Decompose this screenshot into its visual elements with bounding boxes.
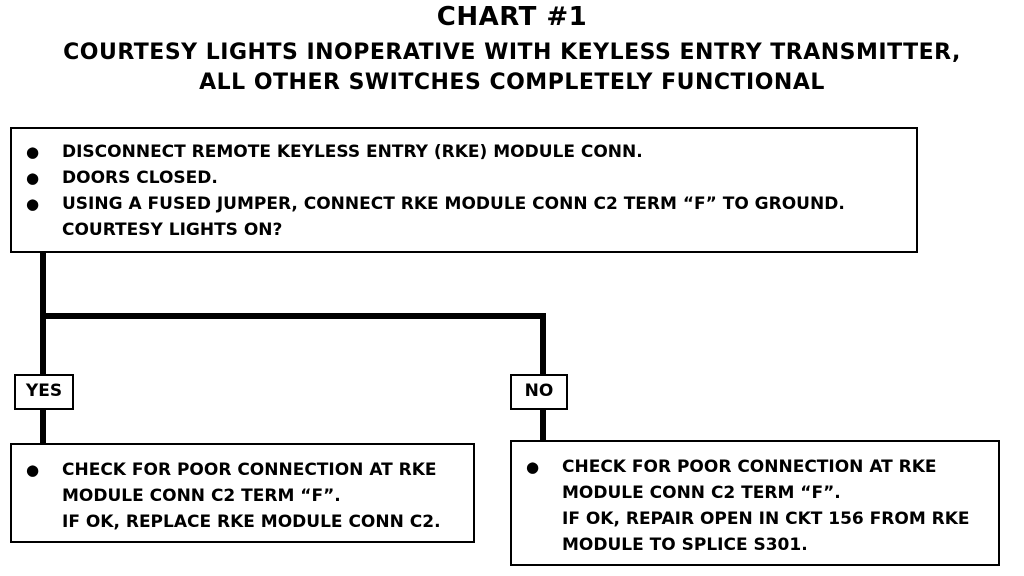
result-text: IF OK, REPAIR OPEN IN CKT 156 FROM RKE xyxy=(562,509,970,529)
connector-line-no-branch xyxy=(540,313,546,375)
bullet-icon: ● xyxy=(26,195,40,213)
result-text: CHECK FOR POOR CONNECTION AT RKE xyxy=(62,460,437,480)
step-text: USING A FUSED JUMPER, CONNECT RKE MODULE… xyxy=(62,194,845,214)
step-item: ● DOORS CLOSED. xyxy=(26,165,906,191)
chart-title: CHART #1 xyxy=(436,2,588,32)
result-text: MODULE CONN C2 TERM “F”. xyxy=(562,483,841,503)
result-text: MODULE CONN C2 TERM “F”. xyxy=(62,486,341,506)
bullet-icon: ● xyxy=(26,169,40,187)
yes-result-box: ● CHECK FOR POOR CONNECTION AT RKE MODUL… xyxy=(10,443,475,543)
chart-subtitle-line-2: ALL OTHER SWITCHES COMPLETELY FUNCTIONAL xyxy=(199,70,825,95)
yes-branch-label: YES xyxy=(14,374,74,410)
step-question: COURTESY LIGHTS ON? xyxy=(62,220,283,240)
chart-subtitle-line-1: COURTESY LIGHTS INOPERATIVE WITH KEYLESS… xyxy=(63,40,961,65)
step-text: DISCONNECT REMOTE KEYLESS ENTRY (RKE) MO… xyxy=(62,142,643,162)
step-text: DOORS CLOSED. xyxy=(62,168,218,188)
no-branch-label: NO xyxy=(510,374,568,410)
step-item: ● DISCONNECT REMOTE KEYLESS ENTRY (RKE) … xyxy=(26,139,906,165)
bullet-icon: ● xyxy=(26,461,40,479)
bullet-icon: ● xyxy=(526,458,540,476)
connector-line-horizontal xyxy=(40,313,546,319)
result-text: CHECK FOR POOR CONNECTION AT RKE xyxy=(562,457,937,477)
result-item: ● CHECK FOR POOR CONNECTION AT RKE xyxy=(526,454,990,480)
connector-line-no-stem xyxy=(540,408,546,441)
connector-line-yes-stem xyxy=(40,408,46,444)
result-text: MODULE TO SPLICE S301. xyxy=(562,535,808,555)
diagnostic-step-box: ● DISCONNECT REMOTE KEYLESS ENTRY (RKE) … xyxy=(10,127,918,253)
bullet-icon: ● xyxy=(26,143,40,161)
result-text: IF OK, REPLACE RKE MODULE CONN C2. xyxy=(62,512,441,532)
result-item: ● CHECK FOR POOR CONNECTION AT RKE xyxy=(26,457,465,483)
step-item: ● USING A FUSED JUMPER, CONNECT RKE MODU… xyxy=(26,191,906,217)
no-result-box: ● CHECK FOR POOR CONNECTION AT RKE MODUL… xyxy=(510,440,1000,566)
